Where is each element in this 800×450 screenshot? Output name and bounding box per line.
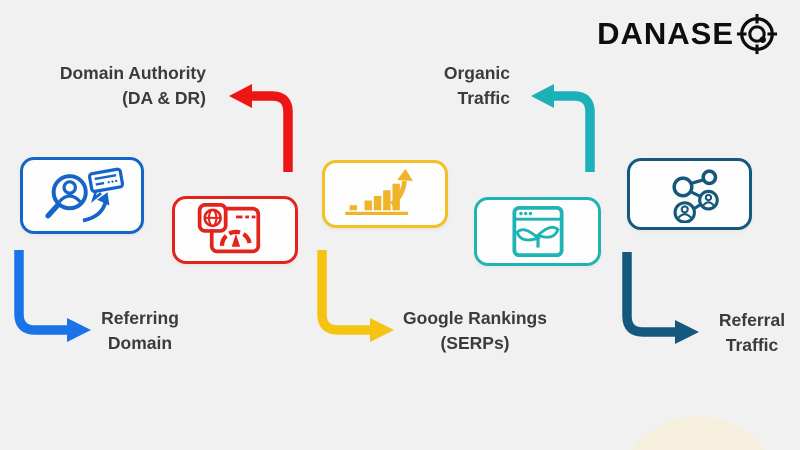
label-line: Referral <box>718 310 786 330</box>
label-line: Domain <box>107 332 173 353</box>
label-line: (DA & DR) <box>122 87 206 108</box>
arrow-to-referral-traffic <box>622 252 699 344</box>
backlink-analysis-node <box>20 157 144 234</box>
label-line: (SERPs) <box>440 332 510 353</box>
share-network-icon <box>671 169 719 223</box>
share-network-node <box>627 158 752 230</box>
label-organic-traffic: Organic Traffic <box>398 61 510 111</box>
label-domain-authority: Domain Authority (DA & DR) <box>18 61 206 111</box>
arrow-to-google-rankings <box>317 250 394 342</box>
browser-plant-icon <box>511 205 564 258</box>
label-line: Referring <box>101 308 179 328</box>
brand-logo-text: DANASE <box>597 16 734 51</box>
label-referral-traffic: Referral Traffic <box>688 308 800 358</box>
label-google-rankings: Google Rankings (SERPs) <box>378 306 572 356</box>
label-line: Domain Authority <box>59 63 206 83</box>
brand-logo: DANASE <box>597 13 778 55</box>
label-line: Traffic <box>725 334 779 355</box>
bar-chart-growth-icon <box>344 168 413 216</box>
label-line: Organic <box>443 63 510 83</box>
target-crosshair-icon <box>736 13 778 55</box>
label-line: Google Rankings <box>403 308 547 328</box>
organic-growth-node <box>474 197 601 266</box>
site-speed-node <box>172 196 298 264</box>
label-referring-domain: Referring Domain <box>74 306 206 356</box>
magnifier-user-icon <box>45 167 125 222</box>
pagespeed-gauge-icon <box>197 203 261 254</box>
growth-chart-node <box>322 160 448 228</box>
arrow-to-organic-traffic <box>531 84 595 172</box>
arrow-to-domain-authority <box>229 84 293 172</box>
decorative-circle <box>616 416 781 450</box>
label-line: Traffic <box>457 87 510 108</box>
arrow-to-referring-domain <box>14 250 91 342</box>
